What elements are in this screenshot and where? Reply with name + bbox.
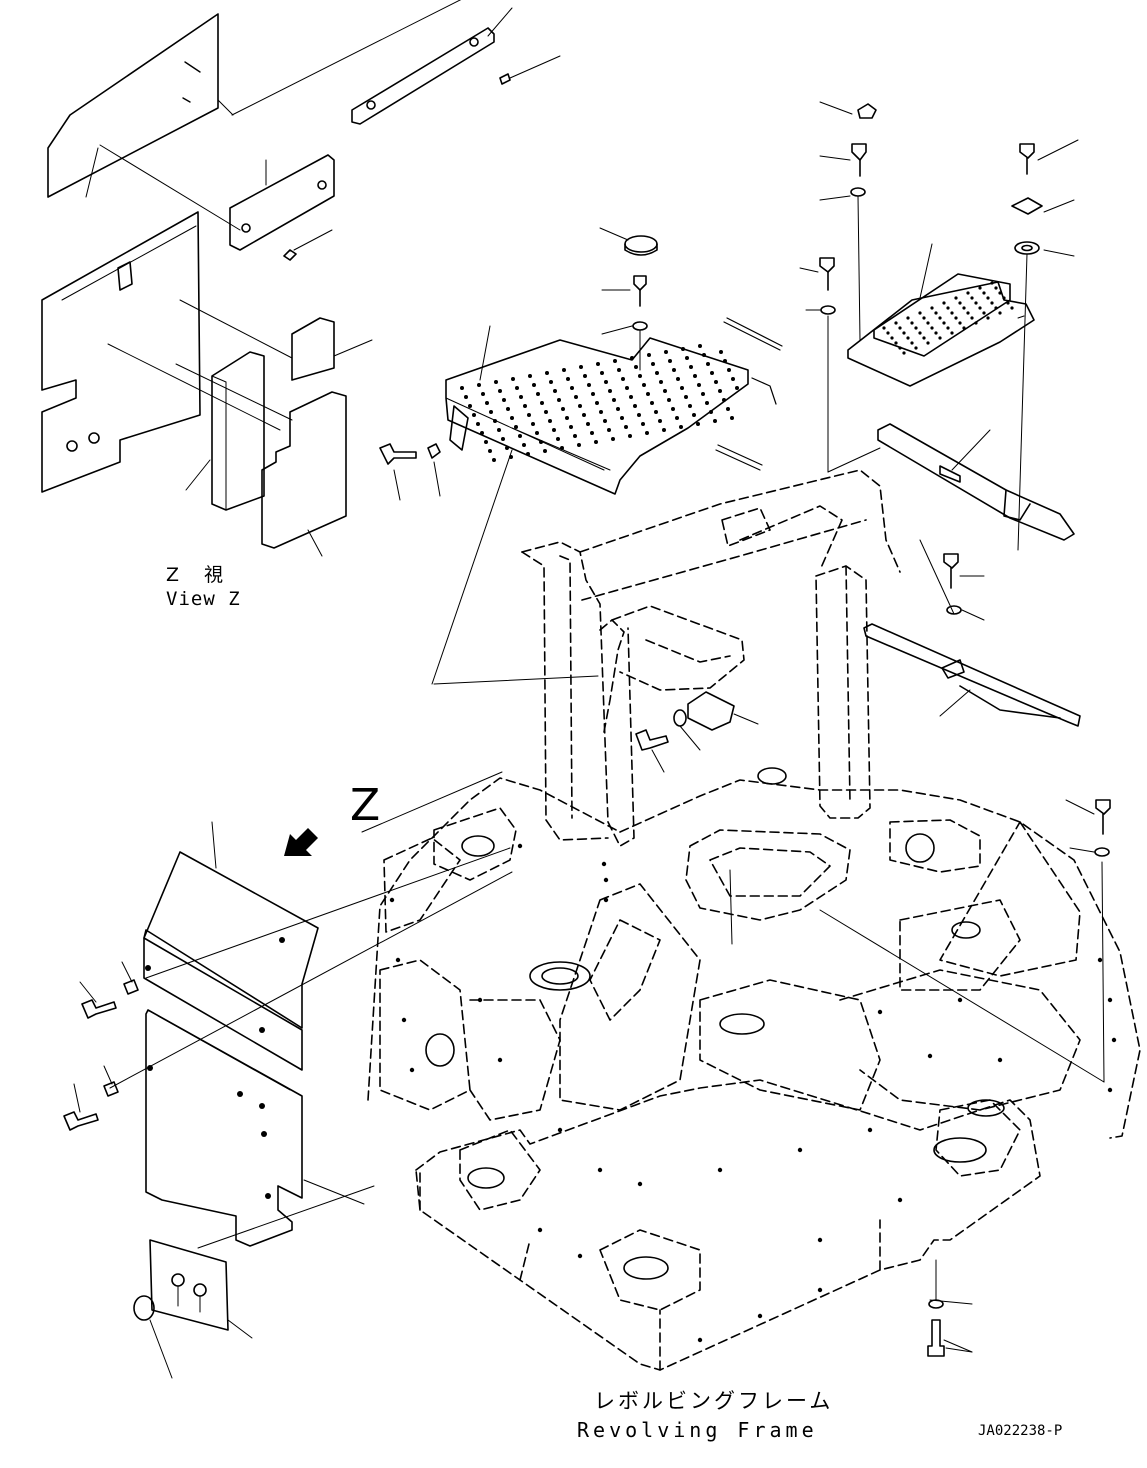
main-cover-lower bbox=[145, 1009, 365, 1247]
view-z-pad-upper bbox=[217, 0, 561, 125]
view-z-top-cover bbox=[47, 13, 241, 231]
view-z-pad-lower bbox=[229, 154, 335, 261]
z-direction-arrow bbox=[284, 828, 318, 856]
right-side-bolts bbox=[927, 799, 1111, 1357]
view-z-foam-blocks bbox=[185, 317, 373, 557]
view-z-label: View Z bbox=[166, 588, 241, 610]
small-cover-plate bbox=[133, 1239, 253, 1379]
frame-holes bbox=[389, 843, 1117, 1343]
frame-label: Revolving Frame bbox=[577, 1418, 818, 1442]
pillar-bolts bbox=[635, 691, 759, 773]
leader-lines bbox=[109, 771, 1105, 1353]
step-assembly bbox=[799, 101, 1079, 551]
view-z-side-panel bbox=[41, 211, 293, 493]
direction-marker-z: Z bbox=[350, 780, 381, 831]
frame-label-japanese: レボルビングフレーム bbox=[594, 1389, 834, 1413]
cover-bolts bbox=[63, 961, 139, 1131]
side-rail-upper bbox=[877, 423, 1075, 541]
cab-pillar-frame bbox=[521, 469, 901, 847]
revolving-frame bbox=[367, 777, 1141, 1371]
frame-openings bbox=[425, 767, 1005, 1280]
floor-plate-holes bbox=[460, 344, 739, 462]
view-z-label-japanese: Z 視 bbox=[166, 564, 227, 586]
main-cover-upper bbox=[143, 821, 319, 1071]
step-dots bbox=[882, 281, 1014, 355]
drawing-number: JA022238-P bbox=[978, 1423, 1063, 1439]
cap-and-bolts-center bbox=[379, 227, 658, 501]
side-rail-lower bbox=[863, 539, 1081, 727]
